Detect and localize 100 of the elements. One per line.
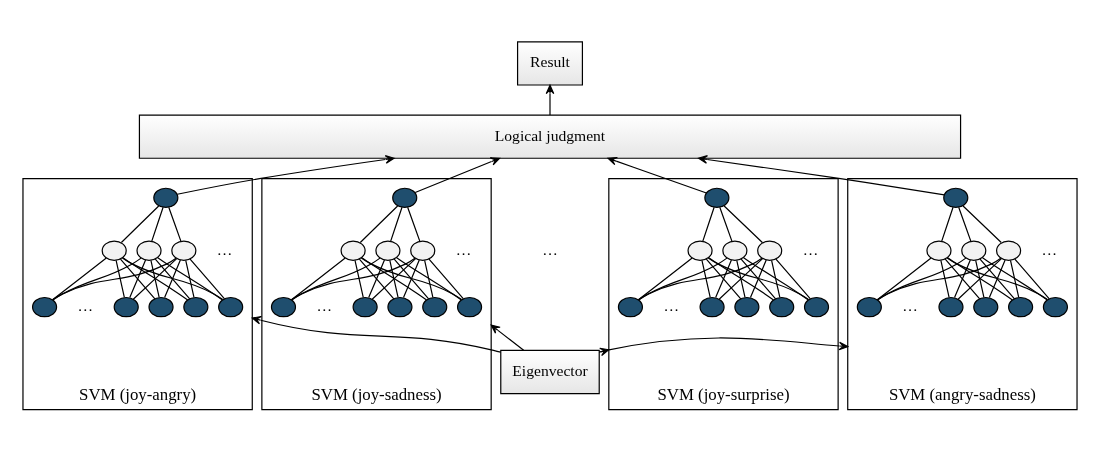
- connector: [740, 258, 777, 299]
- connector: [150, 259, 160, 298]
- connector: [715, 259, 732, 298]
- connector: [428, 258, 465, 299]
- label: …: [663, 296, 680, 314]
- node-circle: [961, 240, 987, 261]
- connector: [52, 257, 142, 301]
- node-circle: [722, 240, 748, 261]
- connector: [988, 259, 1006, 298]
- connector: [402, 259, 420, 298]
- connector: [119, 258, 156, 299]
- node-circle: [856, 296, 882, 317]
- connector: [637, 256, 693, 300]
- node-circle: [926, 240, 952, 261]
- node-circle: [1042, 296, 1068, 317]
- node-circle: [704, 187, 730, 208]
- connector: [947, 256, 1014, 301]
- connector: [407, 206, 421, 242]
- connector: [185, 259, 195, 298]
- connector: [707, 256, 810, 300]
- connector: [52, 257, 177, 300]
- node-circle: [456, 296, 483, 317]
- connector: [157, 256, 224, 301]
- node-circle: [1008, 296, 1034, 317]
- connector: [290, 256, 346, 300]
- connector: [168, 206, 182, 242]
- connector: [953, 259, 971, 298]
- node-circle: [270, 296, 297, 317]
- arrow: [176, 154, 395, 195]
- connector: [354, 259, 364, 298]
- connector: [749, 259, 767, 298]
- connector: [957, 257, 1003, 300]
- node-circle: [769, 296, 795, 317]
- connector: [393, 258, 430, 299]
- connector: [371, 257, 417, 300]
- connector: [637, 257, 763, 300]
- connector: [941, 206, 954, 242]
- connector: [151, 206, 164, 242]
- node-circle: [340, 240, 366, 261]
- node-circle: [31, 296, 58, 317]
- node-circle: [392, 187, 418, 208]
- arrow: [251, 315, 502, 353]
- label: …: [216, 240, 233, 258]
- node-circle: [387, 296, 413, 317]
- node-circle: [422, 296, 448, 317]
- connector: [291, 257, 416, 300]
- arrow: [607, 156, 708, 194]
- connector: [120, 204, 160, 243]
- arrow: [545, 84, 555, 116]
- connector: [771, 259, 781, 298]
- connector: [702, 206, 715, 242]
- node-circle: [973, 296, 999, 317]
- connector: [390, 206, 403, 242]
- connector: [122, 256, 189, 301]
- node-circle: [803, 296, 830, 317]
- connector: [940, 259, 950, 298]
- connector: [154, 258, 191, 299]
- node-circle: [617, 296, 644, 317]
- arrow: [490, 324, 525, 351]
- connector: [291, 257, 381, 301]
- label: …: [1041, 240, 1058, 258]
- connector: [708, 256, 775, 301]
- connector: [775, 258, 811, 299]
- node-box: Logical judgment: [138, 113, 962, 159]
- connector: [189, 258, 226, 299]
- node-circle: [153, 187, 179, 208]
- node-circle: [113, 296, 139, 317]
- node-circle: [101, 240, 127, 261]
- connector: [360, 256, 463, 300]
- node-circle: [171, 240, 197, 261]
- connector: [368, 259, 386, 298]
- label: …: [802, 240, 819, 258]
- connector: [946, 256, 1049, 300]
- connector: [164, 259, 181, 298]
- connector: [962, 204, 1002, 243]
- connector: [736, 259, 746, 298]
- node-circle: [996, 240, 1022, 261]
- connector: [718, 257, 764, 300]
- node-circle: [183, 296, 209, 317]
- node-circle: [734, 296, 760, 317]
- label: …: [902, 296, 918, 314]
- connector: [979, 258, 1016, 299]
- node-circle: [410, 240, 436, 261]
- connector: [424, 259, 434, 298]
- connector: [876, 257, 967, 301]
- connector: [359, 204, 399, 243]
- connector: [129, 259, 147, 298]
- connector: [361, 256, 428, 301]
- connector: [1009, 259, 1020, 298]
- node-circle: [148, 296, 174, 317]
- label: …: [455, 240, 472, 258]
- connector: [743, 256, 809, 301]
- node-box: Result: [517, 40, 583, 86]
- node-circle: [687, 240, 713, 261]
- connector: [1014, 258, 1050, 299]
- connector: [121, 256, 224, 300]
- connector: [876, 256, 932, 300]
- connector: [705, 258, 742, 299]
- connector: [723, 204, 763, 243]
- label: …: [316, 296, 333, 314]
